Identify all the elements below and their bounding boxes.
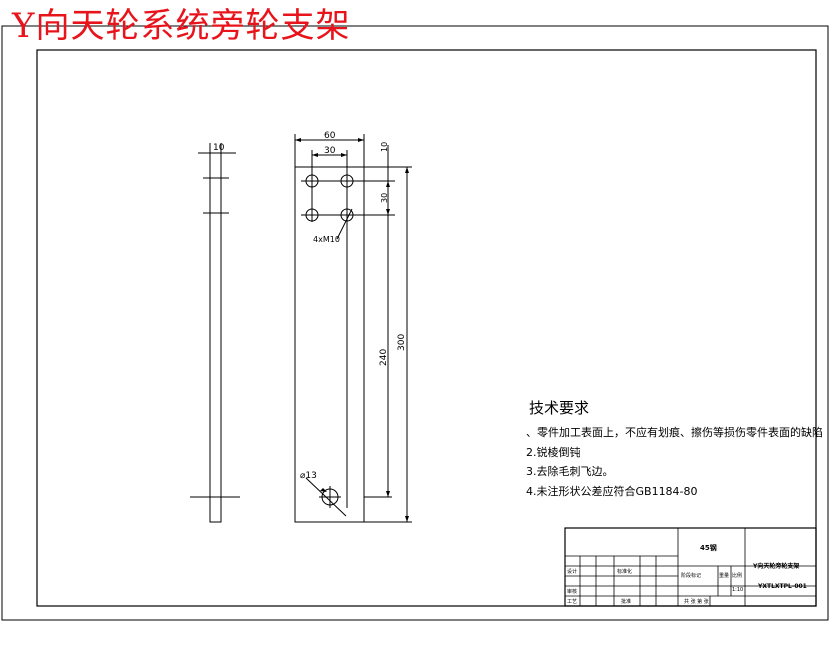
tech-req-item-2: 2.锐棱倒钝 <box>526 446 581 459</box>
tb-approve: 批准 <box>621 598 631 605</box>
tb-weight: 重量 <box>719 572 729 579</box>
tb-designer: 设计 <box>567 568 577 575</box>
tb-drawing-no: YXTLXTPL-001 <box>757 583 807 590</box>
title-block <box>564 527 817 607</box>
tb-process: 工艺 <box>567 599 577 605</box>
outer-frame <box>1 25 829 621</box>
dim-arrows <box>295 138 409 522</box>
tech-req-item-3: 3.去除毛刺飞边。 <box>526 465 614 478</box>
dim-length: 300 <box>397 334 407 351</box>
tb-stage: 阶段标记 <box>681 572 701 579</box>
front-view <box>294 134 412 523</box>
dim-pitch: 240 <box>379 349 389 366</box>
tb-signature: 标准化 <box>617 568 632 575</box>
tb-material: 45钢 <box>700 543 717 552</box>
dim-width: 60 <box>324 131 336 141</box>
side-view <box>190 143 240 523</box>
dim-top-offset: 10 <box>380 142 389 152</box>
inner-frame <box>36 49 817 607</box>
tb-ratio: 比例 <box>732 572 742 579</box>
dim-hole-spacing-x: 30 <box>324 146 336 156</box>
tb-name: Y向天轮旁轮支架 <box>752 562 799 570</box>
title-block-text: 45钢 Y向天轮旁轮支架 YXTLXTPL-001 1:10 阶段标记 重量 比… <box>567 543 807 605</box>
tech-req-item-1: 、零件加工表面上，不应有划痕、擦伤等损伤零件表面的缺陷 <box>526 426 823 439</box>
tech-req-item-4: 4.未注形状公差应符合GB1184-80 <box>526 485 698 498</box>
dim-big-hole: ⌀13 <box>300 471 317 481</box>
drawing-title: Y向天轮系统旁轮支架 <box>12 6 351 46</box>
tb-checker: 审核 <box>567 588 577 595</box>
tb-scale: 1:10 <box>732 587 743 593</box>
tech-req-heading: 技术要求 <box>529 399 590 417</box>
dim-hole-spacing-y: 30 <box>380 193 389 203</box>
dim-holes-callout: 4xM10 <box>313 235 340 244</box>
dim-thickness: 10 <box>213 143 225 153</box>
tb-sheet: 共 张 第 张 <box>684 598 709 605</box>
